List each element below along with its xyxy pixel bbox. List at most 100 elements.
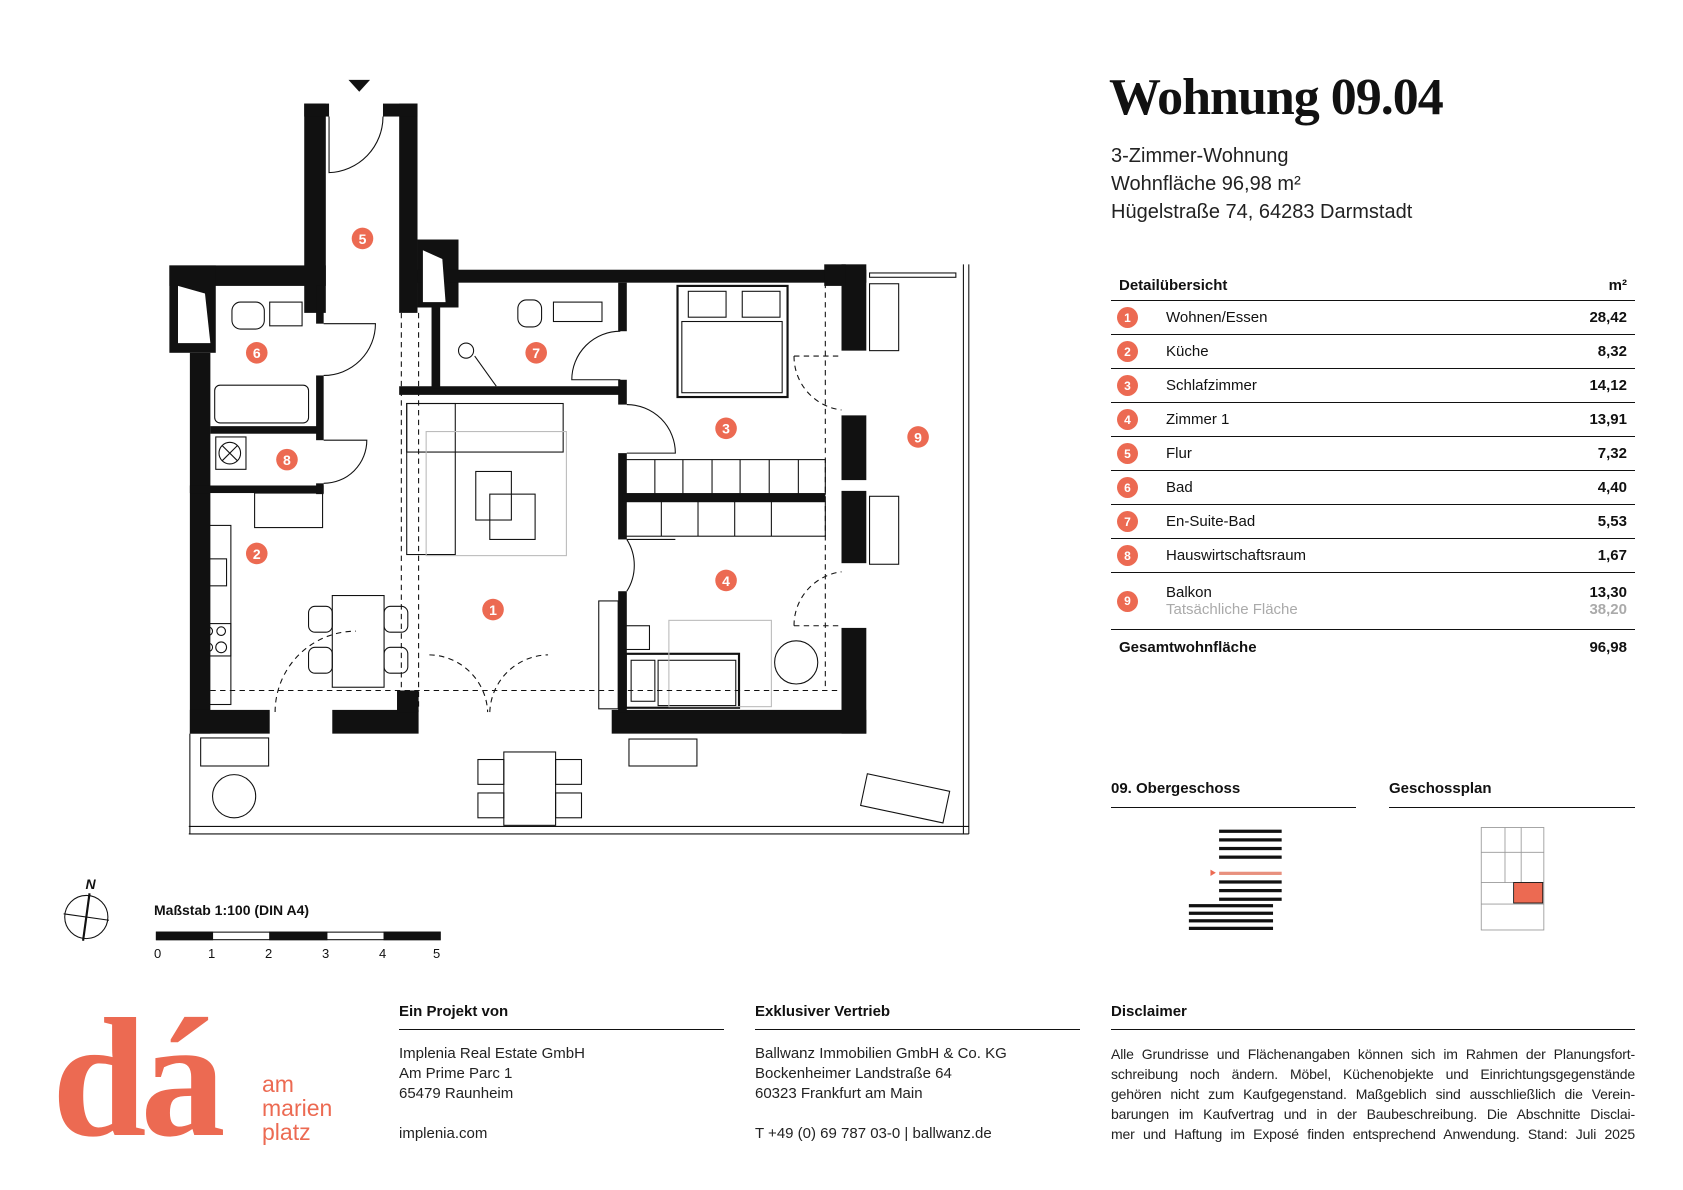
svg-text:N: N [86,876,97,892]
logo-mark: dá [52,984,226,1172]
living-area: Wohnfläche 96,98 m² [1111,173,1301,195]
room-area: 5,53 [1597,513,1627,530]
disclaimer-line: gehören nicht zum Kaufgegenstand. Maßgeb… [1111,1086,1635,1102]
room-label: Schlafzimmer [1166,377,1257,394]
dashed-lines [200,282,842,713]
room-area: 28,42 [1589,309,1627,326]
svg-text:2: 2 [253,546,261,562]
scale-tick: 1 [208,946,216,961]
svg-text:8: 8 [283,452,291,468]
room-number-badge: 4 [1117,409,1138,430]
disclaimer-line: Alle Grundrisse und Flächenangaben könne… [1111,1046,1635,1062]
floor-plan-key-diagram [1480,827,1545,931]
table-row: 3 Schlafzimmer 14,12 [1111,369,1635,403]
room-badge-1: 1 [482,598,504,621]
page-title: Wohnung 09.04 [1109,69,1444,126]
footer-sales: Exklusiver Vertrieb Ballwanz Immobilien … [755,1003,1080,1144]
room-badge-7: 7 [525,342,547,364]
table-row: 2 Küche 8,32 [1111,335,1635,369]
address: Hügelstraße 74, 64283 Darmstadt [1111,201,1413,223]
scale-tick: 5 [433,946,441,961]
room-number-badge: 3 [1117,375,1138,396]
room-number-badge: 9 [1117,590,1138,612]
svg-text:1: 1 [489,602,497,618]
room-area: 14,12 [1589,377,1627,394]
footer-line: 60323 Frankfurt am Main [755,1085,923,1102]
footer-line: Implenia Real Estate GmbH [399,1045,585,1062]
entrance-arrow-icon [348,79,371,92]
room-badge-9: 9 [907,426,929,448]
room-badge-6: 6 [245,342,268,364]
scale-tick: 0 [154,946,162,961]
room-label: Balkon [1166,584,1212,601]
area-table: Detailübersicht m² 1 Wohnen/Essen 28,42 2 K… [1111,274,1635,666]
total-label: Gesamtwohnfläche [1119,639,1257,656]
table-heading: Detailübersicht [1119,277,1228,294]
room-number-badge: 8 [1117,545,1138,566]
logo-line: platz [262,1119,311,1145]
logo-line: marien [262,1095,333,1121]
apartment-type: 3-Zimmer-Wohnung [1111,145,1289,167]
furniture [200,283,951,826]
footer-line: Am Prime Parc 1 [399,1065,513,1082]
room-number-badge: 7 [1117,511,1138,532]
doors [323,116,676,592]
disclaimer-line: schreibung noch ändern. Möbel, Küchenobj… [1111,1066,1635,1082]
apartment-summary: 3-Zimmer-Wohnung Wohnfläche 96,98 m² Hüg… [1111,142,1412,226]
walls [169,79,867,734]
floor-stack-diagram [1188,829,1282,930]
svg-text:3: 3 [722,421,730,437]
scale-tick: 2 [265,946,273,961]
sales-contact: T +49 (0) 69 787 03-0 | ballwanz.de [755,1125,992,1142]
scale-tick: 4 [379,946,387,961]
svg-text:7: 7 [532,345,540,361]
footer-line: 65479 Raunheim [399,1085,514,1102]
room-area: 4,40 [1597,479,1627,496]
svg-text:4: 4 [722,573,730,589]
room-label: Wohnen/Essen [1166,309,1268,326]
room-number-badge: 1 [1117,307,1138,328]
logo-line: am [262,1071,294,1097]
footer-disclaimer: Disclaimer Alle Grundrisse und Flächenan… [1111,1003,1635,1144]
footer-line: Bockenheimer Landstraße 64 [755,1065,952,1082]
room-label: Hauswirtschaftsraum [1166,547,1307,564]
floor-plan-label: Geschossplan [1389,780,1635,808]
room-number-badge: 5 [1117,443,1138,464]
room-label: Flur [1166,445,1192,462]
room-label: Zimmer 1 [1166,411,1230,428]
room-badge-3: 3 [715,417,737,440]
footer-line: Ballwanz Immobilien GmbH & Co. KG [755,1045,1007,1062]
total-value: 96,98 [1589,639,1627,656]
footer-heading: Exklusiver Vertrieb [755,1003,1080,1030]
svg-text:9: 9 [914,429,922,445]
table-row: 1 Wohnen/Essen 28,42 [1111,301,1635,335]
scale-bar [155,931,441,941]
unit-heading: m² [1608,277,1627,294]
svg-text:5: 5 [359,231,367,247]
scale-tick: 3 [322,946,330,961]
balcony-outline [188,264,970,835]
actual-area-label: Tatsächliche Fläche [1166,601,1298,618]
actual-area-value: 38,20 [1589,601,1627,618]
room-badge-8: 8 [276,448,298,471]
room-area: 1,67 [1597,547,1627,564]
room-label: Küche [1166,343,1209,360]
table-header: Detailübersicht m² [1111,274,1635,301]
logo-wordmark: am marien platz [262,1072,332,1144]
table-row: 5 Flur 7,32 [1111,437,1635,471]
room-number-badge: 6 [1117,477,1138,498]
project-website-link[interactable]: implenia.com [399,1125,488,1142]
room-number-badge: 2 [1117,341,1138,362]
footer-heading: Disclaimer [1111,1003,1635,1030]
room-area: 8,32 [1597,343,1627,360]
north-compass-icon: N [63,876,110,941]
footer-project: Ein Projekt von Implenia Real Estate Gmb… [399,1003,724,1144]
room-area: 7,32 [1597,445,1627,462]
room-badge-2: 2 [245,542,268,565]
disclaimer-line: mer und Haftung im Exposé finden entspre… [1111,1126,1635,1142]
